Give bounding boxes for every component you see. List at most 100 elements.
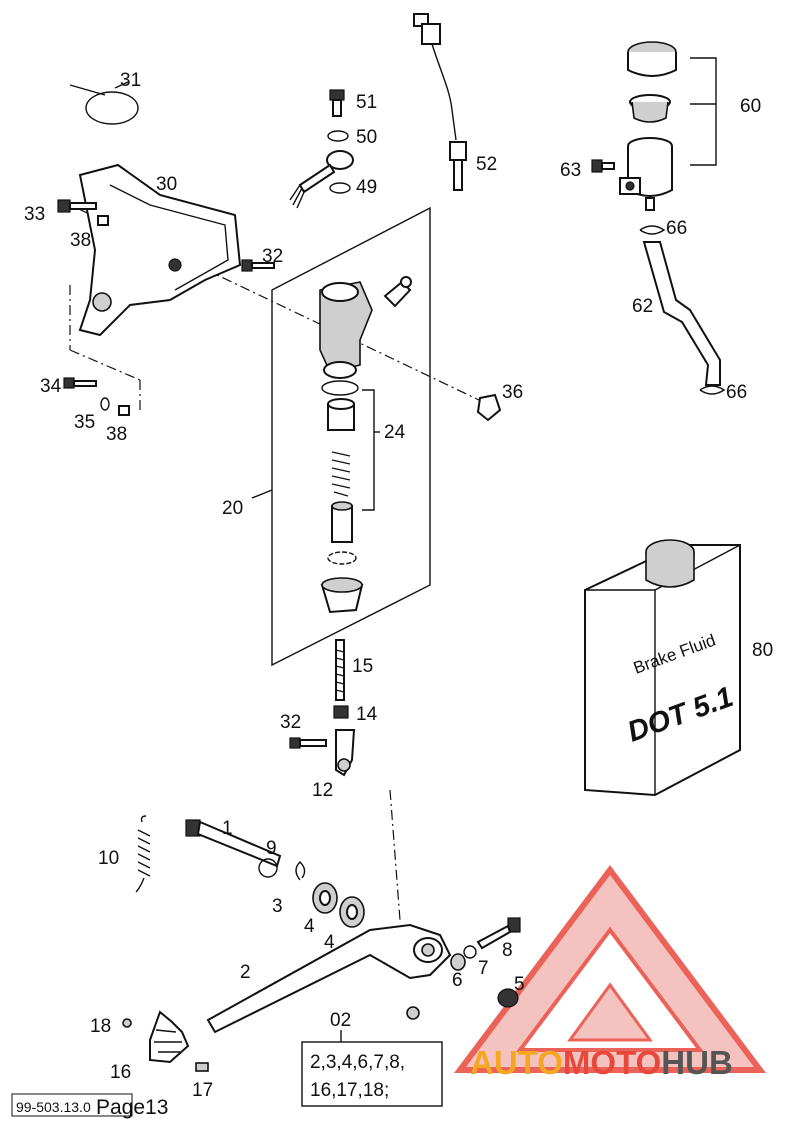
cover-plate-part — [78, 163, 242, 337]
washer-part — [100, 397, 110, 411]
group-bracket — [690, 57, 717, 166]
callout-12: 12 — [312, 780, 333, 801]
washer-part — [258, 858, 278, 878]
circlip-part — [327, 551, 357, 565]
bearing-part — [339, 896, 365, 928]
screw-part — [591, 159, 615, 173]
hose-clamp-part — [639, 225, 666, 235]
bolt-part — [63, 377, 97, 389]
callout-38: 38 — [106, 424, 127, 445]
callout-1: 1 — [222, 818, 233, 839]
callout-9: 9 — [266, 838, 277, 859]
callout-14: 14 — [356, 704, 378, 725]
center-line — [69, 349, 141, 381]
callout-62: 62 — [632, 296, 653, 317]
callout-24: 24 — [384, 422, 406, 443]
callout-60: 60 — [740, 96, 761, 117]
brake-switch-part — [413, 13, 467, 191]
dust-boot-part — [320, 577, 364, 614]
callout-20: 20 — [222, 498, 243, 519]
callout-52: 52 — [476, 154, 497, 175]
spring-part — [331, 451, 351, 497]
nut-part — [122, 1018, 132, 1028]
spacer-part — [97, 215, 109, 226]
callout-4: 4 — [324, 932, 335, 953]
callout-33: 33 — [24, 204, 45, 225]
callout-3: 3 — [272, 896, 283, 917]
circlip-part — [295, 861, 306, 881]
rubber-grommet-part — [476, 393, 502, 422]
footer-code: 99-503.13.0 — [16, 1099, 91, 1115]
banjo-fitting-part — [289, 150, 354, 209]
cable-tie-part — [69, 84, 139, 125]
brake-fluid-bottle — [584, 539, 741, 797]
spacer-part — [450, 953, 466, 971]
callout-38: 38 — [70, 230, 91, 251]
washer-part — [327, 130, 349, 142]
callout-51: 51 — [356, 92, 377, 113]
bolt-part — [57, 199, 97, 213]
bolt-part — [241, 259, 275, 272]
callout-02: 02 — [330, 1010, 351, 1031]
callout-80: 80 — [752, 640, 773, 661]
callout-34: 34 — [40, 376, 62, 397]
spacer-part — [118, 405, 130, 416]
hose-fitting-part — [383, 276, 412, 308]
reservoir-cap-part — [627, 41, 677, 77]
watermark-moto: MOTO — [563, 1044, 661, 1081]
callout-30: 30 — [156, 174, 177, 195]
return-spring-part — [135, 815, 151, 893]
bolt-part — [476, 917, 521, 950]
footer-code-box — [11, 1093, 133, 1117]
screw-part — [195, 1062, 209, 1072]
callout-18: 18 — [90, 1016, 111, 1037]
callout-66: 66 — [666, 218, 687, 239]
washer-part — [329, 182, 351, 194]
clevis-part — [335, 729, 356, 777]
watermark-text: AUTOMOTOHUB — [470, 1044, 733, 1081]
master-cylinder-body-part — [319, 281, 373, 379]
reservoir-body-part — [619, 137, 673, 211]
callout-10: 10 — [98, 848, 119, 869]
callout-35: 35 — [74, 412, 95, 433]
callout-31: 31 — [120, 70, 141, 91]
callout-17: 17 — [192, 1080, 213, 1101]
callout-5: 5 — [514, 974, 525, 995]
callout-16: 16 — [110, 1062, 131, 1083]
callout-36: 36 — [502, 382, 523, 403]
watermark-auto: AUTO — [470, 1044, 563, 1081]
callout-8: 8 — [502, 940, 513, 961]
kit-contents-line1: 2,3,4,6,7,8, — [310, 1052, 405, 1073]
reservoir-diaphragm-part — [629, 94, 671, 123]
callout-50: 50 — [356, 127, 377, 148]
piston-part — [331, 501, 353, 543]
nut-part — [333, 705, 349, 719]
leader-line — [251, 489, 273, 499]
callout-7: 7 — [478, 958, 489, 979]
center-line — [389, 789, 401, 921]
callout-15: 15 — [352, 656, 373, 677]
nut-part — [497, 988, 519, 1008]
bearing-part — [312, 882, 338, 914]
sleeve-part — [327, 398, 355, 431]
callout-6: 6 — [452, 970, 463, 991]
kit-contents-line2: 16,17,18; — [310, 1080, 389, 1101]
watermark-logo-icon — [454, 865, 766, 1073]
callout-32: 32 — [262, 246, 283, 267]
brake-pedal-part — [206, 923, 452, 1034]
watermark-hub: HUB — [661, 1044, 733, 1081]
callout-32: 32 — [280, 712, 301, 733]
washer-part — [463, 945, 477, 959]
pushrod-part — [335, 639, 345, 701]
o-ring-part — [321, 380, 359, 396]
callout-66: 66 — [726, 382, 747, 403]
hose-clamp-part — [699, 385, 726, 395]
group-bracket — [362, 389, 375, 511]
footer-page: Page13 — [96, 1096, 168, 1119]
callout-49: 49 — [356, 177, 377, 198]
footpeg-tip-part — [149, 1010, 190, 1064]
callout-4: 4 — [304, 916, 315, 937]
cylinder-assembly-frame — [271, 206, 431, 667]
brake-hose-part — [642, 241, 721, 386]
